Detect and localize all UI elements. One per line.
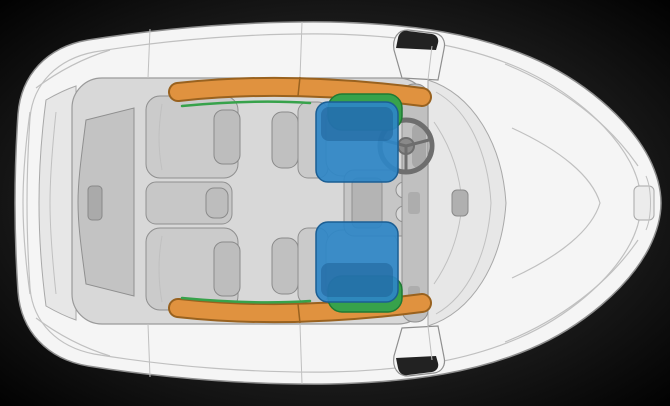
instrument-cluster bbox=[412, 124, 426, 168]
front-emblem bbox=[633, 185, 655, 221]
center-vent bbox=[408, 192, 420, 214]
side-mirror-passenger bbox=[393, 325, 446, 377]
curtain-airbag-driver-side bbox=[168, 76, 432, 107]
curtain-airbag-passenger-seam bbox=[297, 303, 301, 324]
hood-detail-lines bbox=[504, 63, 655, 343]
hood-crease-driver bbox=[504, 63, 639, 167]
inflator-line-passenger-side bbox=[180, 296, 312, 304]
rear-window-inner-line bbox=[49, 111, 57, 295]
engine-contour bbox=[511, 127, 601, 279]
front-airbag-passenger bbox=[315, 221, 399, 303]
rear-seat-contour-2 bbox=[158, 235, 163, 303]
rear-headrest-middle bbox=[205, 187, 229, 219]
rear-shoulder-passenger bbox=[35, 317, 111, 357]
door-seam-4 bbox=[147, 323, 151, 378]
door-seam-1 bbox=[147, 28, 151, 79]
rear-seat-contour-1 bbox=[158, 103, 163, 171]
rear-window-glass bbox=[38, 85, 77, 321]
front-airbag-driver-shade bbox=[321, 107, 393, 141]
rear-shoulder-driver bbox=[35, 49, 111, 89]
front-airbag-driver bbox=[315, 101, 399, 183]
passenger-headrest bbox=[271, 237, 299, 295]
windshield-inner-line bbox=[435, 91, 492, 315]
hood-crease-passenger bbox=[504, 239, 639, 343]
cargo-handle bbox=[87, 185, 103, 221]
cabin-interior bbox=[71, 77, 469, 325]
car-body-inner-line bbox=[26, 33, 642, 373]
side-mirror-driver bbox=[393, 29, 446, 81]
grille-line bbox=[645, 175, 651, 231]
curtain-airbag-driver-seam bbox=[297, 76, 301, 97]
door-seams bbox=[147, 21, 433, 385]
rear-seats bbox=[145, 95, 241, 311]
rear-detail-lines bbox=[22, 49, 111, 357]
door-seam-6 bbox=[427, 325, 433, 361]
front-airbag-passenger-shade bbox=[321, 263, 393, 297]
rearview-mirror bbox=[451, 189, 469, 217]
shifter-panel bbox=[351, 177, 383, 229]
door-seam-5 bbox=[299, 323, 303, 385]
driver-headrest bbox=[271, 111, 299, 169]
rear-headrest-driver-side bbox=[213, 109, 241, 165]
vehicle bbox=[14, 21, 662, 385]
door-seam-3 bbox=[427, 45, 433, 81]
curtain-airbag-driver-fill bbox=[170, 78, 430, 105]
cargo-area bbox=[77, 107, 135, 297]
rear-headrest-passenger-side bbox=[213, 241, 241, 297]
side-mirror-passenger-glass bbox=[396, 356, 439, 376]
side-mirror-driver-glass bbox=[396, 30, 439, 50]
door-seam-2 bbox=[299, 21, 303, 79]
rear-window bbox=[38, 85, 77, 321]
inflator-line-driver-side bbox=[180, 100, 312, 108]
trunk-seam bbox=[22, 111, 31, 295]
